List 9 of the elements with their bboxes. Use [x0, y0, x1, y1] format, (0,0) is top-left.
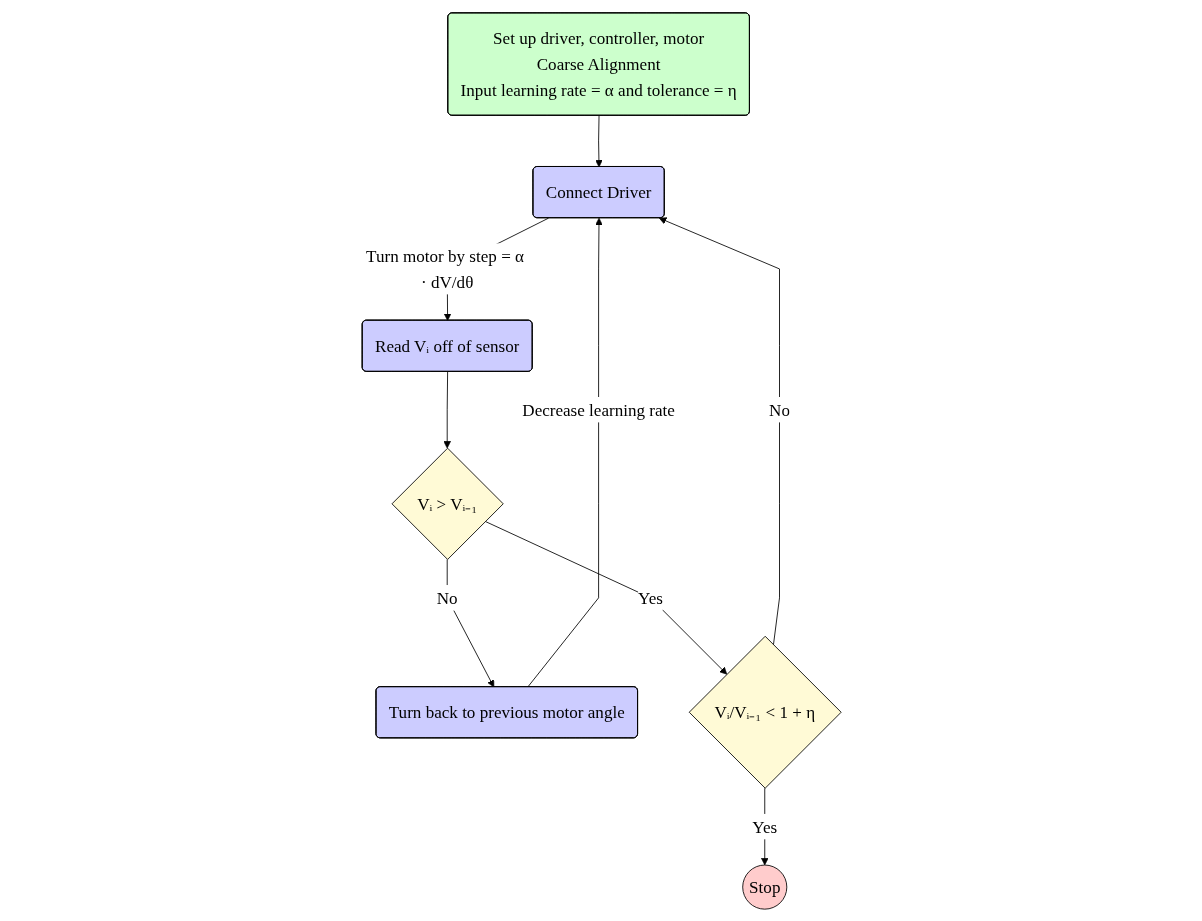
edge-label: Yes [751, 816, 777, 836]
node-circle: Stop [741, 864, 787, 910]
node-diamond: Vᵢ/Vᵢ₋₁ < 1 + η [688, 635, 842, 789]
edge-label: Decrease learning rate [521, 399, 675, 419]
edge-label: Turn motor by step = α · dV/dθ [365, 246, 524, 291]
edge-label: No [768, 399, 790, 419]
edge-label: No [436, 587, 458, 607]
node-diamond: Vᵢ > Vᵢ₋₁ [391, 447, 504, 560]
edge-label: Yes [637, 587, 663, 607]
